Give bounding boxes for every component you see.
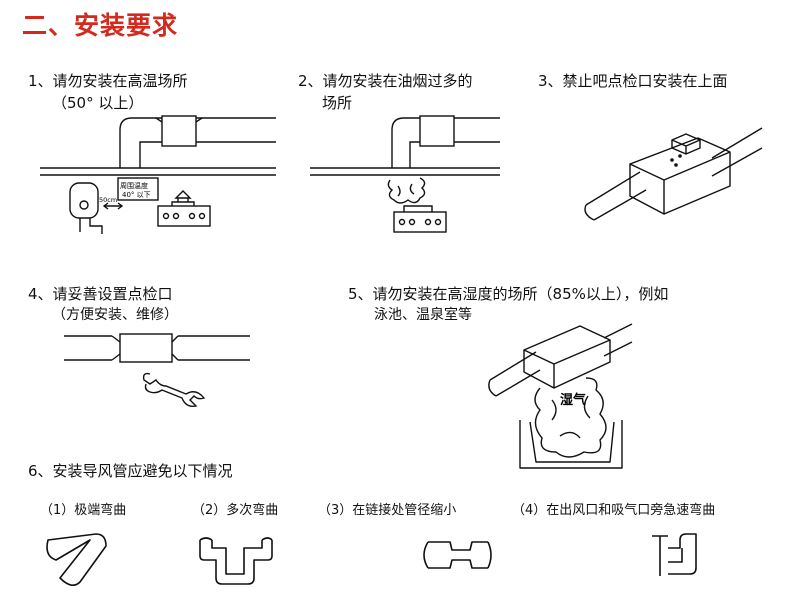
item-1-temp-label-2: 40° 以下	[122, 191, 151, 199]
item-1-temp-label-1: 周围温度	[120, 181, 148, 190]
page-title: 二、安装要求	[22, 11, 179, 40]
case-4-label: （4）在出风口和吸气口旁急速弯曲	[512, 503, 716, 518]
case-3-label: （3）在链接处管径缩小	[318, 503, 457, 518]
item-3-title: 3、禁止吧点检口安装在上面	[538, 72, 728, 90]
item-4-subtitle: （方便安装、维修）	[52, 307, 178, 323]
item-1-subtitle: （50° 以上）	[52, 94, 144, 112]
item-6-title: 6、安装导风管应避免以下情况	[28, 462, 233, 480]
item-1-distance-label: 50cm	[99, 196, 117, 204]
item-5-title: 5、请勿安装在高湿度的场所（85%以上），例如	[348, 285, 669, 303]
item-1-title: 1、请勿安装在高温场所	[28, 72, 188, 90]
item-5-humidity-label: 湿气	[560, 392, 586, 408]
case-2-label: （2）多次弯曲	[192, 503, 279, 518]
item-5-subtitle: 泳池、温泉室等	[374, 307, 472, 323]
item-2-title: 2、请勿安装在油烟过多的	[298, 72, 473, 90]
item-4-title: 4、请妥善设置点检口	[28, 285, 173, 303]
item-2-subtitle: 场所	[322, 94, 353, 112]
case-1-label: （1）极端弯曲	[40, 503, 127, 518]
